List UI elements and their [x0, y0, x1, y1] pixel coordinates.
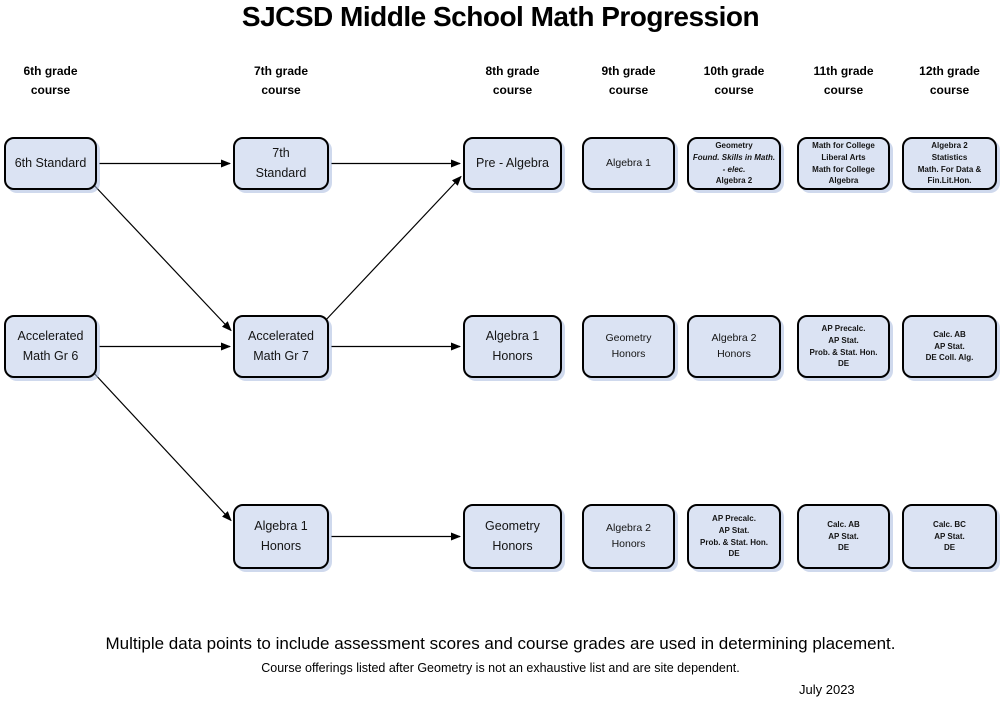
course-box-line: DE	[943, 543, 956, 553]
course-box-line: Fin.Lit.Hon.	[927, 176, 972, 186]
course-box-line: AP Stat.	[828, 335, 859, 345]
course-box-line: 7th	[272, 146, 290, 161]
course-box-line: DE	[837, 359, 850, 369]
course-box-line: Honors	[611, 537, 646, 550]
course-box-precalc10: AP Precalc.AP Stat. Prob. & Stat. Hon. DE	[687, 504, 781, 569]
course-box-line: Algebra 1	[606, 156, 651, 169]
course-box-line: Honors	[492, 348, 533, 363]
course-box-line: 6th Standard	[14, 155, 87, 170]
course-box-line: Standard	[255, 165, 307, 180]
course-box-line: Accelerated	[247, 329, 314, 344]
course-box-line: Geometry	[485, 519, 540, 534]
course-box-line: AP Precalc.	[821, 324, 866, 334]
course-box-line: Prob. & Stat. Hon.	[809, 347, 878, 357]
course-box-line: Geometry	[715, 141, 753, 151]
course-box-line: Algebra 1	[485, 329, 540, 344]
course-box-line: Pre - Algebra	[476, 155, 549, 170]
arrow-std6-to-accel7	[91, 182, 232, 332]
course-box-line: AP Stat.	[934, 341, 965, 351]
course-box-line: Honors	[717, 347, 751, 360]
course-box-precalc11: AP Precalc.AP Stat. Prob. & Stat. Hon. DE	[797, 315, 890, 378]
course-box-line: AP Precalc.	[712, 514, 756, 524]
course-box-line: Math. For Data &	[917, 164, 982, 174]
course-box-line: Calc. AB	[827, 520, 860, 530]
course-box-line: Calc. BC	[933, 520, 966, 530]
course-box-line: Algebra 2	[715, 176, 753, 186]
course-box-line: Algebra 2	[931, 141, 968, 151]
course-box-line: - elec.	[722, 164, 746, 174]
date-stamp: July 2023	[799, 682, 855, 697]
course-box-line: Found. Skills in Math.	[692, 152, 776, 162]
course-box-line: AP Stat.	[718, 525, 750, 535]
course-box-line: AP Stat.	[934, 531, 965, 541]
course-box-alg1hon8: Algebra 1 Honors	[463, 315, 562, 378]
course-box-line: Prob. & Stat. Hon.	[700, 537, 768, 547]
course-box-line: Liberal Arts	[821, 152, 866, 162]
course-box-alg2hon10: Algebra 2 Honors	[687, 315, 781, 378]
course-box-prealg: Pre - Algebra	[463, 137, 562, 190]
course-box-line: Accelerated	[17, 329, 84, 344]
arrow-accel6-to-alg1hon7	[91, 370, 232, 522]
course-box-std6: 6th Standard	[4, 137, 97, 190]
course-box-alg2hon9: Algebra 2 Honors	[582, 504, 675, 569]
course-box-line: AP Stat.	[828, 531, 859, 541]
course-box-line: Math for College	[812, 141, 875, 151]
course-box-line: Calc. AB	[933, 330, 966, 340]
course-box-alg1: Algebra 1	[582, 137, 675, 190]
course-box-line: DE Coll. Alg.	[925, 353, 974, 363]
course-box-line: Algebra	[828, 176, 859, 186]
course-box-line: Honors	[492, 538, 533, 553]
course-box-alg1hon7: Algebra 1 Honors	[233, 504, 329, 569]
footnote-placement: Multiple data points to include assessme…	[105, 634, 896, 653]
course-box-line: Geometry	[605, 331, 652, 344]
course-box-line: Honors	[260, 538, 302, 553]
course-box-line: Algebra 2	[606, 521, 651, 534]
course-box-line: Honors	[611, 347, 646, 360]
footnote-offerings: Course offerings listed after Geometry i…	[261, 661, 740, 675]
arrow-accel7-to-prealg	[323, 175, 462, 323]
page-title: SJCSD Middle School Math Progression	[241, 1, 760, 32]
course-box-line: Math Gr 6	[22, 348, 79, 363]
course-box-line: Algebra 1	[254, 519, 308, 534]
course-box-line: Math Gr 7	[253, 348, 309, 363]
course-box-line: DE	[728, 549, 740, 559]
course-box-line: Algebra 2	[711, 331, 757, 344]
course-box-line: DE	[837, 543, 850, 553]
course-box-line: Math for College	[812, 164, 875, 174]
course-box-line: Statistics	[931, 152, 968, 162]
